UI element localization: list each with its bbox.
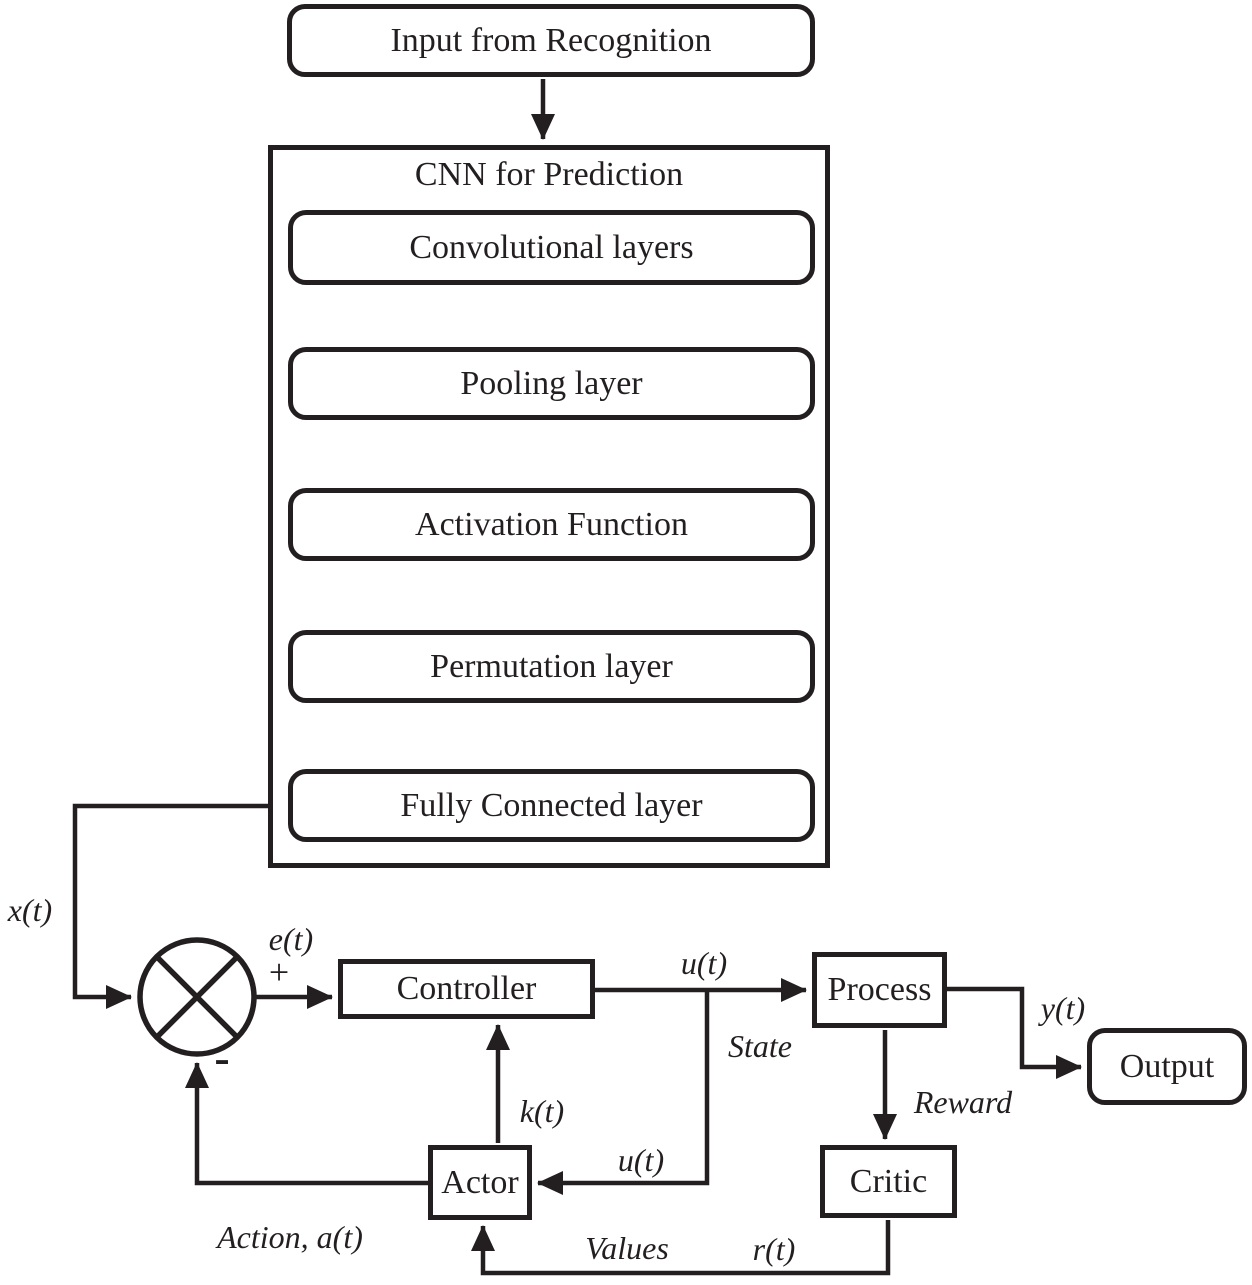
signal-values: Values (585, 1230, 669, 1266)
node-convolutional-layers: Convolutional layers (288, 210, 815, 285)
node-fc-label: Fully Connected layer (400, 786, 703, 824)
node-process-label: Process (827, 971, 932, 1008)
signal-e-t: e(t) (268, 921, 314, 957)
minus-sign: - (214, 1032, 230, 1083)
node-critic: Critic (820, 1145, 957, 1218)
arrow-actor-to-summing-feedback (185, 1062, 428, 1186)
node-activation-function: Activation Function (288, 488, 815, 561)
arrow-fc-to-summing-junction (72, 803, 290, 1009)
node-output-label: Output (1119, 1047, 1215, 1085)
node-permutation-label: Permutation layer (430, 647, 673, 685)
arrow-critic-to-actor (471, 1220, 891, 1276)
signal-u-t: u(t) (680, 945, 728, 981)
node-fully-connected-layer: Fully Connected layer (288, 769, 815, 842)
node-actor: Actor (428, 1145, 532, 1220)
node-pooling-layer: Pooling layer (288, 347, 815, 420)
arrow-process-to-output (947, 986, 1082, 1079)
node-controller: Controller (338, 959, 595, 1019)
signal-r-t: r(t) (752, 1231, 796, 1267)
node-process: Process (812, 952, 947, 1028)
node-conv-label: Convolutional layers (409, 228, 694, 266)
node-controller-label: Controller (396, 970, 537, 1007)
node-input-from-recognition: Input from Recognition (287, 4, 815, 77)
signal-state: State (728, 1028, 792, 1064)
signal-reward: Reward (913, 1084, 1013, 1120)
signal-x-t: x(t) (7, 892, 53, 928)
arrow-state-to-actor (537, 990, 710, 1195)
node-activation-label: Activation Function (415, 505, 688, 543)
node-actor-label: Actor (441, 1163, 519, 1201)
signal-action-a-t: Action, a(t) (217, 1219, 363, 1255)
signal-k-t: k(t) (519, 1093, 565, 1129)
node-critic-label: Critic (849, 1162, 928, 1200)
node-input-label: Input from Recognition (390, 21, 712, 59)
signal-u-t-2: u(t) (617, 1142, 665, 1178)
node-output: Output (1087, 1028, 1247, 1105)
signal-y-t: y(t) (1040, 990, 1086, 1026)
node-permutation-layer: Permutation layer (288, 630, 815, 703)
summing-junction-circle (137, 937, 257, 1057)
summing-junction (137, 937, 257, 1057)
summing-junction-cross (154, 954, 240, 1040)
node-pooling-label: Pooling layer (460, 364, 643, 402)
plus-sign: + (268, 952, 290, 992)
cnn-container-title: CNN for Prediction (414, 156, 684, 193)
